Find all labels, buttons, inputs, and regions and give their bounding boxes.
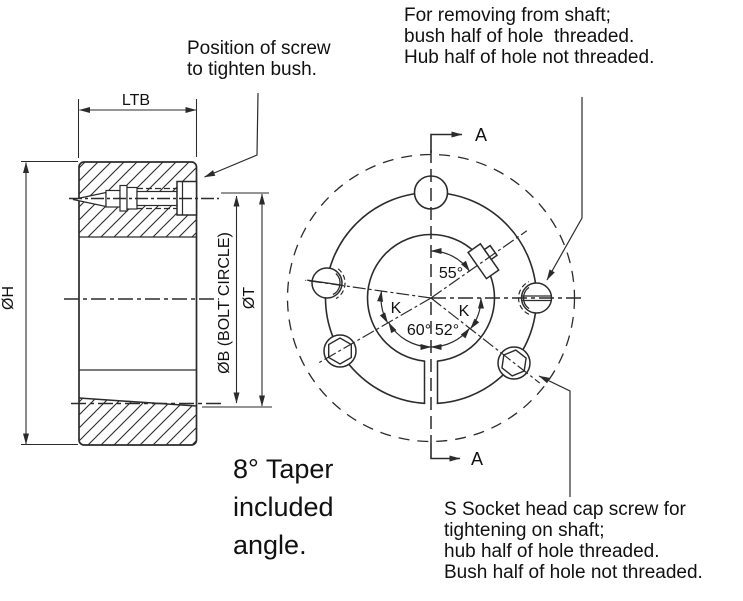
section-elbow-bottom <box>430 443 461 462</box>
lower-right-radial <box>430 297 541 384</box>
bush-body-outline <box>78 161 198 446</box>
arc-52 <box>430 327 471 350</box>
note-taper-angle: 8° Taper included angle. <box>233 454 334 560</box>
note-removing-hole: For removing from shaft; bush half of ho… <box>404 5 655 68</box>
extension-lines <box>21 99 272 446</box>
ot-dimension-label: ØT <box>241 287 258 309</box>
angle-k-right-label: K <box>459 303 470 320</box>
angle-60-label: 60° <box>407 322 431 339</box>
hatch-bottom-band <box>79 398 197 445</box>
section-label-bottom: A <box>471 449 483 469</box>
note-socket-screw: S Socket head cap screw for tightening o… <box>444 499 703 583</box>
arc-55 <box>430 248 470 272</box>
leader-lines <box>204 92 583 497</box>
left-screw-radial <box>305 279 432 299</box>
arc-k-left <box>377 290 389 324</box>
angle-k-left-label: K <box>391 300 402 317</box>
front-view: 55° K K 60° 52° A A <box>286 125 584 469</box>
leader-position-screw <box>204 92 259 178</box>
section-marks <box>430 131 463 462</box>
ob-dimension-label: ØB (BOLT CIRCLE) <box>216 232 233 374</box>
arc-60 <box>388 322 432 350</box>
ltb-dimension-label: LTB <box>122 92 150 109</box>
section-label-top: A <box>475 125 487 145</box>
side-view: LTB ØH ØB (BOLT CIRCLE) ØT <box>0 92 272 446</box>
radial-centerlines <box>305 230 584 384</box>
oh-dimension-label: ØH <box>0 286 17 310</box>
arc-k-right <box>469 297 484 330</box>
leader-socket-screw <box>538 375 571 497</box>
angle-52-label: 52° <box>435 322 459 339</box>
section-elbow-top <box>430 131 463 153</box>
angle-arcs <box>377 248 484 350</box>
taper-slant-line <box>78 397 197 407</box>
leader-removing-hole <box>546 97 583 281</box>
angle-55-label: 55° <box>439 265 463 282</box>
keyway-radial-55 <box>430 230 528 299</box>
note-position-of-screw: Position of screw to tighten bush. <box>187 38 331 80</box>
